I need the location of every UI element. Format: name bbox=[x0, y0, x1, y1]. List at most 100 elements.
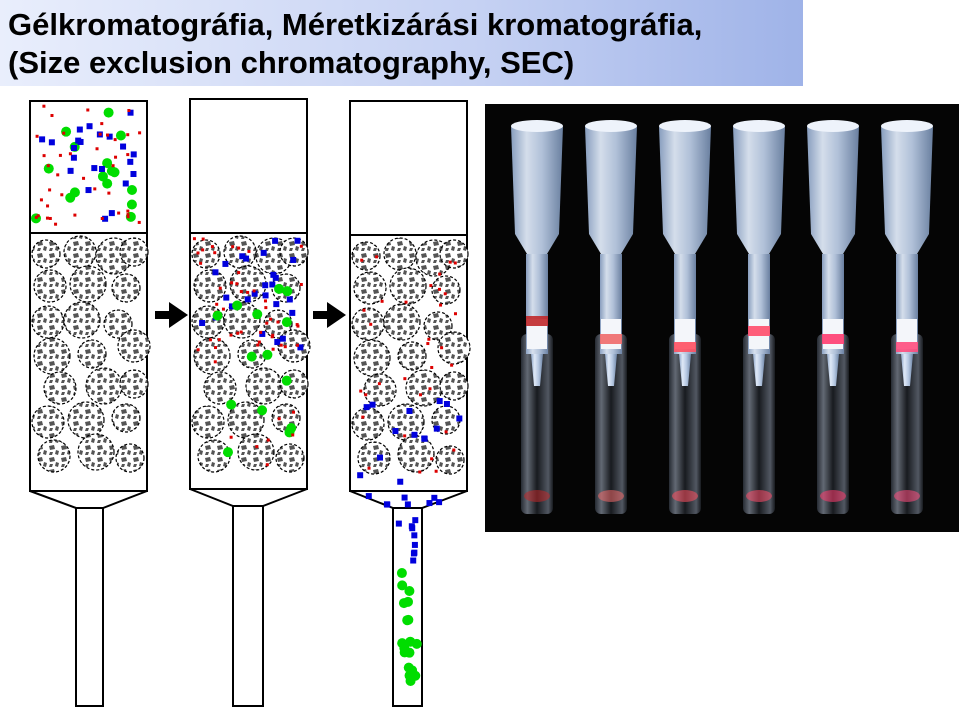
medium-molecule bbox=[228, 303, 235, 310]
sample-band bbox=[674, 342, 696, 352]
gel-bead bbox=[193, 337, 231, 375]
small-molecule bbox=[106, 133, 110, 137]
small-molecule bbox=[46, 204, 50, 208]
small-molecule bbox=[453, 312, 457, 316]
small-molecule bbox=[452, 448, 456, 452]
large-molecule bbox=[407, 665, 418, 676]
gel-bead bbox=[63, 235, 97, 269]
large-molecule bbox=[397, 580, 408, 591]
gel-bead bbox=[263, 309, 293, 339]
small-molecule bbox=[218, 286, 222, 290]
large-molecule bbox=[246, 351, 257, 362]
medium-molecule bbox=[269, 281, 276, 288]
gel-bead bbox=[111, 273, 141, 303]
small-molecule bbox=[299, 244, 303, 248]
medium-molecule bbox=[262, 292, 269, 299]
medium-molecule bbox=[377, 454, 384, 461]
small-molecule bbox=[39, 198, 43, 202]
sample-band bbox=[896, 342, 918, 352]
small-molecule bbox=[46, 164, 50, 168]
large-molecule bbox=[43, 163, 54, 174]
medium-molecule bbox=[85, 187, 92, 194]
gel-bead bbox=[423, 311, 453, 341]
small-molecule bbox=[73, 213, 77, 217]
small-molecule bbox=[42, 154, 46, 158]
large-molecule bbox=[257, 405, 268, 416]
small-molecule bbox=[259, 330, 263, 334]
gel-bead bbox=[437, 331, 471, 365]
small-molecule bbox=[127, 109, 131, 113]
small-molecule bbox=[217, 338, 221, 342]
small-molecule bbox=[276, 320, 280, 324]
large-molecule bbox=[281, 317, 292, 328]
gel-bead bbox=[31, 239, 61, 269]
large-molecule bbox=[398, 598, 409, 609]
gel-bead bbox=[37, 439, 71, 473]
small-molecule bbox=[34, 215, 38, 219]
gel-bead bbox=[357, 441, 391, 475]
large-molecule bbox=[396, 568, 407, 579]
sample-band bbox=[600, 334, 622, 344]
small-molecule bbox=[434, 469, 438, 473]
gel-bead bbox=[69, 265, 107, 303]
gel-bead bbox=[397, 341, 427, 371]
medium-molecule bbox=[365, 493, 372, 500]
small-molecule bbox=[229, 333, 233, 337]
sample-band bbox=[822, 334, 844, 344]
medium-molecule bbox=[86, 123, 93, 130]
small-molecule bbox=[444, 430, 448, 434]
small-molecule bbox=[271, 333, 275, 337]
medium-molecule bbox=[91, 165, 98, 172]
gel-bead bbox=[237, 433, 275, 471]
small-molecule bbox=[364, 393, 368, 397]
medium-molecule bbox=[412, 517, 419, 524]
small-molecule bbox=[369, 322, 373, 326]
large-molecule bbox=[69, 187, 80, 198]
small-molecule bbox=[236, 331, 240, 335]
small-molecule bbox=[377, 382, 381, 386]
reservoir-2 bbox=[189, 98, 308, 234]
small-molecule bbox=[269, 317, 273, 321]
gel-bead bbox=[191, 305, 225, 339]
gel-bead bbox=[405, 369, 443, 407]
small-molecule bbox=[270, 335, 274, 339]
small-molecule bbox=[48, 216, 52, 220]
small-molecule bbox=[256, 343, 260, 347]
large-molecule bbox=[252, 309, 263, 320]
large-molecule bbox=[97, 171, 108, 182]
medium-molecule bbox=[130, 170, 137, 177]
spin-columns-image bbox=[511, 120, 933, 514]
medium-molecule bbox=[244, 296, 251, 303]
large-molecule bbox=[404, 585, 415, 596]
column-3 bbox=[349, 100, 471, 707]
small-molecule bbox=[299, 282, 303, 286]
gel-bead bbox=[351, 407, 385, 441]
large-molecule bbox=[281, 375, 292, 386]
gel-bead bbox=[431, 275, 461, 305]
small-molecule bbox=[295, 343, 299, 347]
medium-molecule bbox=[273, 301, 280, 308]
small-molecule bbox=[86, 108, 90, 112]
gel-bead bbox=[397, 435, 435, 473]
small-molecule bbox=[210, 245, 214, 249]
medium-molecule bbox=[239, 253, 246, 260]
large-molecule bbox=[115, 130, 126, 141]
outlet-tube-2 bbox=[232, 505, 264, 707]
small-molecule bbox=[292, 410, 296, 414]
gel-bead bbox=[77, 339, 107, 369]
small-molecule bbox=[439, 303, 443, 307]
medium-molecule bbox=[436, 398, 443, 405]
gel-bead bbox=[353, 339, 391, 377]
small-molecule bbox=[265, 321, 269, 325]
small-molecule bbox=[430, 365, 434, 369]
gel-bead bbox=[63, 301, 101, 339]
small-molecule bbox=[450, 363, 454, 367]
small-molecule bbox=[237, 271, 241, 275]
column-1 bbox=[29, 100, 151, 707]
small-molecule bbox=[231, 245, 235, 249]
medium-molecule bbox=[421, 435, 428, 442]
medium-molecule bbox=[406, 407, 413, 414]
medium-molecule bbox=[127, 109, 134, 116]
gel-bead bbox=[389, 267, 427, 305]
gel-bead bbox=[227, 401, 265, 439]
